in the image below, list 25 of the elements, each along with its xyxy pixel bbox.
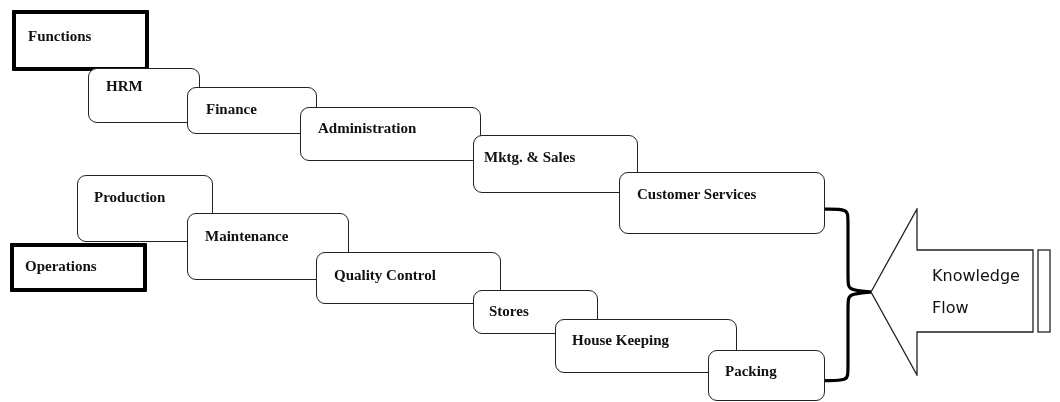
box-label: Production [94,189,166,206]
category-box [10,243,147,292]
box-label: HRM [106,78,143,95]
function-box [316,252,501,304]
function-box [88,68,200,123]
function-box [187,87,317,134]
box-label: Quality Control [334,267,436,284]
box-label: Mktg. & Sales [484,149,576,166]
box-label: Stores [489,303,529,320]
brace-connector [825,290,872,383]
box-label: Finance [206,101,257,118]
box-label: Functions [28,28,92,45]
function-box [300,107,481,161]
function-box [708,350,825,401]
box-label: Packing [725,363,777,380]
arrow-label: Knowledge Flow [932,265,1021,319]
function-box [473,135,638,193]
box-label: House Keeping [572,332,670,349]
category-box [12,10,149,71]
box-label: Maintenance [205,228,289,245]
box-label: Customer Services [637,186,757,203]
box-label: Operations [25,258,97,275]
box-label: Administration [318,120,417,137]
brace-connector [825,207,872,294]
function-box [619,172,825,234]
